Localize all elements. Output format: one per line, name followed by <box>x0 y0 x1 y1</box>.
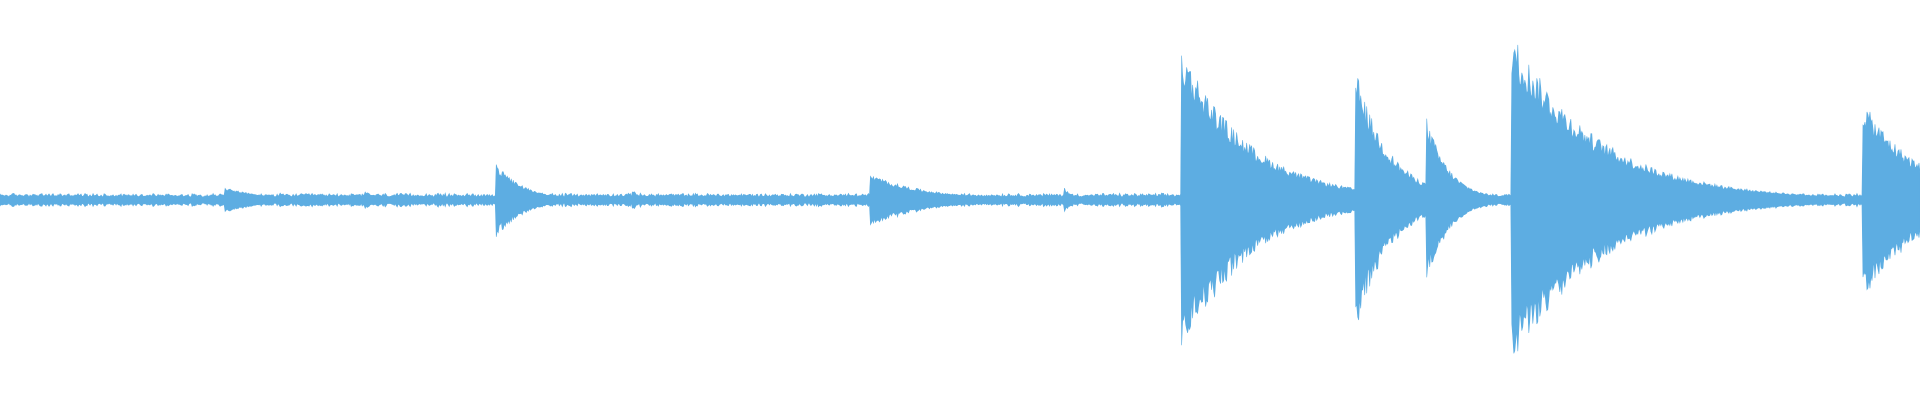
waveform-path <box>0 44 1920 354</box>
